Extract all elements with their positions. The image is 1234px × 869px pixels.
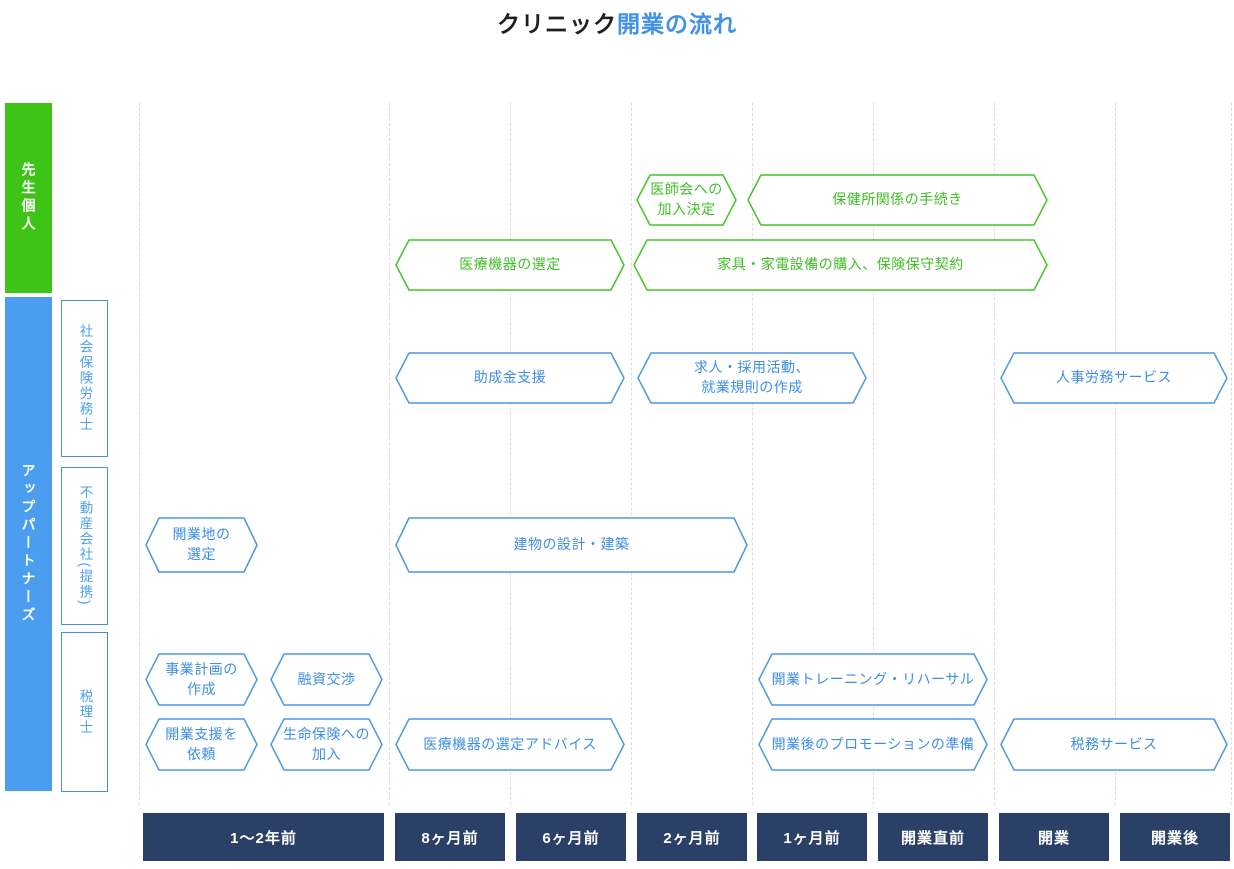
task-label-line: 医療機器の選定アドバイス <box>423 735 597 752</box>
task-medical-equipment-selection-label: 医療機器の選定 <box>405 239 615 291</box>
timeline-2-months-before: 2ヶ月前 <box>637 813 747 861</box>
task-opening-training-rehearsal: 開業トレーニング・リハーサル <box>758 653 988 706</box>
task-label-line: 税務サービス <box>1070 735 1158 752</box>
task-medical-association-joining: 医師会への加入決定 <box>636 174 737 226</box>
task-label-line: 求人・採用活動、 <box>694 359 810 376</box>
task-subsidy-support-label: 助成金支援 <box>405 352 615 404</box>
timeline-6-months-before: 6ヶ月前 <box>516 813 626 861</box>
task-opening-support-request: 開業支援を依頼 <box>145 718 258 771</box>
gridline <box>994 103 995 805</box>
timeline-8-months-before: 8ヶ月前 <box>395 813 505 861</box>
task-recruitment-activities-label: 求人・採用活動、就業規則の作成 <box>647 352 857 404</box>
task-label-line: 医療機器の選定 <box>459 256 561 273</box>
gridline <box>873 103 874 805</box>
lane-doctor-personal-label: 先生個人 <box>20 162 37 234</box>
task-furniture-appliance-purchase: 家具・家電設備の購入、保険保守契約 <box>633 239 1048 291</box>
task-hr-labor-service-label: 人事労務サービス <box>1010 352 1218 404</box>
task-building-design-construction-label: 建物の設計・建築 <box>405 517 738 573</box>
task-medical-equipment-selection: 医療機器の選定 <box>395 239 625 291</box>
task-business-plan-creation: 事業計画の作成 <box>145 653 258 706</box>
task-label-line: 保健所関係の手続き <box>832 191 963 208</box>
task-subsidy-support: 助成金支援 <box>395 352 625 404</box>
sublane-tax-accountant: 税理士 <box>61 632 108 792</box>
timeline-opening: 開業 <box>999 813 1109 861</box>
task-label-line: 人事労務サービス <box>1056 369 1172 386</box>
task-label-line: 開業支援を <box>165 725 238 742</box>
task-loan-negotiation-label: 融資交渉 <box>280 653 373 706</box>
task-opening-training-rehearsal-label: 開業トレーニング・リハーサル <box>768 653 978 706</box>
task-loan-negotiation: 融資交渉 <box>270 653 383 706</box>
sublane-real-estate-company: 不動産会社(提携) <box>61 467 108 625</box>
task-label-line: 加入決定 <box>657 201 716 217</box>
task-label-line: 家具・家電設備の購入、保険保守契約 <box>717 256 964 273</box>
gridline <box>631 103 632 805</box>
task-post-opening-promotion-prep-label: 開業後のプロモーションの準備 <box>768 718 978 771</box>
task-health-center-procedures: 保健所関係の手続き <box>747 174 1048 226</box>
timeline-1-month-before: 1ヶ月前 <box>757 813 867 861</box>
page-title-main: クリニック <box>497 11 617 37</box>
lane-up-partners: アップパートナーズ <box>5 297 52 791</box>
task-label-line: 事業計画の <box>165 660 238 677</box>
task-health-center-procedures-label: 保健所関係の手続き <box>757 174 1038 226</box>
timeline-just-before-opening: 開業直前 <box>878 813 988 861</box>
timeline-after-opening: 開業後 <box>1120 813 1230 861</box>
task-medical-association-joining-label: 医師会への加入決定 <box>646 174 727 226</box>
task-label-line: 開業トレーニング・リハーサル <box>771 670 975 687</box>
task-recruitment-activities: 求人・採用活動、就業規則の作成 <box>637 352 867 404</box>
page-title: クリニック開業の流れ <box>0 5 1234 39</box>
task-post-opening-promotion-prep: 開業後のプロモーションの準備 <box>758 718 988 771</box>
sublane-tax-accountant-label: 税理士 <box>77 688 93 736</box>
task-label-line: 加入 <box>312 745 341 762</box>
task-life-insurance-enrollment-label: 生命保険への加入 <box>280 718 373 771</box>
task-building-design-construction: 建物の設計・建築 <box>395 517 748 573</box>
task-label-line: 建物の設計・建築 <box>513 536 630 553</box>
task-equipment-selection-advice-label: 医療機器の選定アドバイス <box>405 718 615 771</box>
task-hr-labor-service: 人事労務サービス <box>1000 352 1228 404</box>
task-label-line: 就業規則の作成 <box>701 379 803 395</box>
gridline <box>1115 103 1116 805</box>
task-label-line: 依頼 <box>187 745 216 762</box>
task-label-line: 生命保険への <box>283 725 370 742</box>
task-furniture-appliance-purchase-label: 家具・家電設備の購入、保険保守契約 <box>643 239 1038 291</box>
gridline <box>139 103 140 805</box>
task-label-line: 医師会への <box>650 181 723 198</box>
task-label-line: 開業後のプロモーションの準備 <box>771 735 975 752</box>
task-life-insurance-enrollment: 生命保険への加入 <box>270 718 383 771</box>
lane-up-partners-label: アップパートナーズ <box>20 463 37 625</box>
sublane-real-estate-company-label: 不動産会社(提携) <box>77 485 93 607</box>
task-site-selection-label: 開業地の選定 <box>155 517 248 573</box>
lane-doctor-personal: 先生個人 <box>5 103 52 293</box>
task-opening-support-request-label: 開業支援を依頼 <box>155 718 248 771</box>
task-business-plan-creation-label: 事業計画の作成 <box>155 653 248 706</box>
gridline <box>1231 103 1232 805</box>
task-label-line: 助成金支援 <box>473 369 547 386</box>
task-label-line: 開業地の <box>172 526 231 543</box>
gridline <box>389 103 390 805</box>
task-tax-service-label: 税務サービス <box>1010 718 1218 771</box>
gridline <box>752 103 753 805</box>
sublane-social-insurance-labor-consultant-label: 社会保険労務士 <box>77 324 93 433</box>
task-label-line: 作成 <box>187 680 216 697</box>
task-tax-service: 税務サービス <box>1000 718 1228 771</box>
timeline-1-2-years-before: 1〜2年前 <box>143 813 384 861</box>
task-site-selection: 開業地の選定 <box>145 517 258 573</box>
task-equipment-selection-advice: 医療機器の選定アドバイス <box>395 718 625 771</box>
sublane-social-insurance-labor-consultant: 社会保険労務士 <box>61 300 108 457</box>
page-title-accent: 開業の流れ <box>617 11 737 37</box>
task-label-line: 選定 <box>187 546 216 562</box>
gridline <box>510 103 511 805</box>
task-label-line: 融資交渉 <box>297 670 356 687</box>
